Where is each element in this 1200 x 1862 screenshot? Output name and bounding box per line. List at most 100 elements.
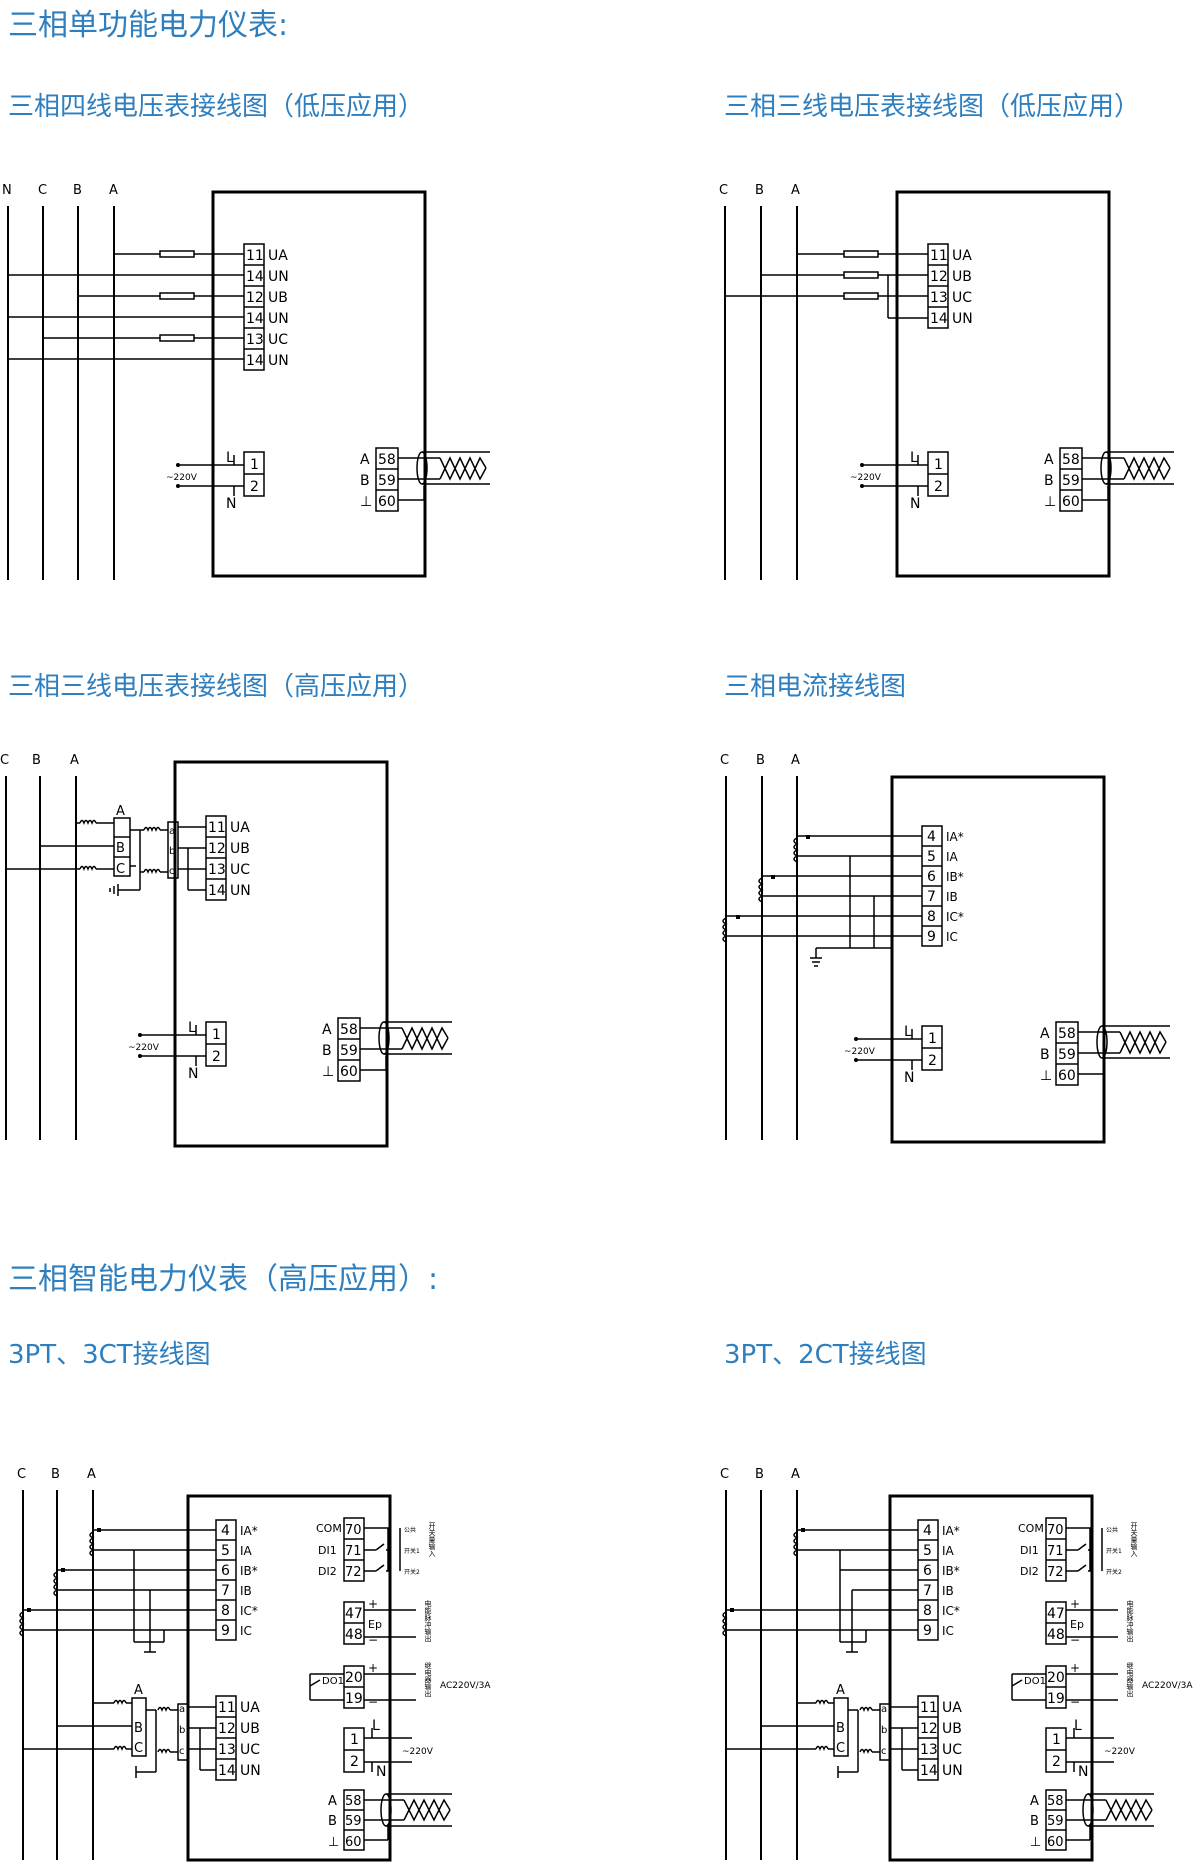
- terminal-label: IB: [946, 890, 958, 904]
- terminal-number: 58: [345, 1794, 362, 1809]
- terminal-number: 58: [340, 1022, 358, 1038]
- terminal-number: 6: [923, 1563, 932, 1579]
- terminal-label: UA: [230, 820, 250, 836]
- terminal-label: UN: [942, 1763, 963, 1779]
- pt-sec-label: b: [881, 1725, 887, 1736]
- terminal-label: IC*: [946, 910, 964, 924]
- terminal-number: 2: [1052, 1754, 1061, 1770]
- terminal-number: 60: [1062, 494, 1080, 510]
- pt-sec-label: b: [169, 846, 175, 857]
- diagram-title-d2: 三相三线电压表接线图（低压应用）: [724, 92, 1141, 122]
- comm-B: B: [1040, 1047, 1050, 1063]
- terminal-number: 58: [1058, 1026, 1076, 1042]
- terminal-number: 58: [1047, 1794, 1064, 1809]
- terminal-number: 12: [930, 269, 948, 285]
- terminal-label: IB*: [240, 1564, 258, 1578]
- terminal-number: 4: [221, 1523, 230, 1539]
- comm-ground: ⊥: [322, 1064, 334, 1080]
- bus-label: C: [17, 1467, 26, 1482]
- terminal-number: 59: [345, 1814, 362, 1829]
- ep-caption: 电能脉冲输出: [424, 1599, 432, 1643]
- terminal-number: 60: [378, 494, 396, 510]
- bus-label: B: [756, 753, 765, 768]
- do-caption: 继电器输出: [424, 1661, 432, 1698]
- terminal-label: UC: [240, 1742, 260, 1758]
- wiring-diagram-d5: C B A 4 5 6 7 8 9 IA* IA IB* IB IC* IC: [17, 1467, 491, 1862]
- twisted-pair: [1119, 1030, 1167, 1055]
- terminal-label: UC: [230, 862, 250, 878]
- do-minus: −: [368, 1695, 378, 1709]
- terminal-label: UA: [942, 1700, 962, 1716]
- terminal-number: 12: [246, 290, 264, 306]
- pt-sec-label: c: [179, 1746, 185, 1757]
- terminal-label: IB*: [946, 870, 964, 884]
- terminal-number: 4: [923, 1523, 932, 1539]
- power-N: N: [226, 496, 236, 512]
- di-side-label: 开关1: [1106, 1547, 1122, 1555]
- diagram-title-d4: 三相电流接线图: [724, 672, 907, 702]
- fuse: [159, 292, 195, 300]
- pt-sec-label: b: [179, 1725, 185, 1736]
- terminal-number: 60: [340, 1064, 358, 1080]
- terminal-number: 1: [1052, 1732, 1061, 1748]
- diagram-title-d5: 3PT、3CT接线图: [8, 1340, 211, 1370]
- terminal-number: 8: [221, 1603, 230, 1619]
- terminal-number: 11: [930, 248, 948, 264]
- di-name: DI2: [1020, 1565, 1039, 1578]
- terminal-label: IA*: [946, 830, 964, 844]
- terminal-label: UN: [268, 353, 289, 369]
- terminal-number: 47: [345, 1606, 363, 1622]
- terminal-label: UN: [268, 311, 289, 327]
- fuse: [159, 334, 195, 342]
- ct-coil: [722, 1611, 728, 1637]
- comm-A: A: [1040, 1026, 1050, 1042]
- terminal-number: 5: [923, 1543, 932, 1559]
- terminal-number: 60: [345, 1835, 362, 1850]
- terminal-number: 59: [1058, 1047, 1076, 1063]
- terminal-number: 19: [1047, 1691, 1065, 1707]
- relay-contact-icon: [309, 1679, 321, 1687]
- terminal-number: 11: [208, 820, 226, 836]
- meter-body: [888, 1494, 1094, 1862]
- power-label: ~220V: [844, 1047, 876, 1057]
- pt-label: C: [134, 1741, 143, 1756]
- terminal-number: 9: [923, 1623, 932, 1639]
- pt-label: A: [134, 1683, 143, 1698]
- ct-coil: [19, 1611, 25, 1637]
- terminal-label: UC: [268, 332, 288, 348]
- ep-caption: 电能脉冲输出: [1126, 1599, 1134, 1643]
- pt-secondary: [879, 1703, 891, 1761]
- pt-label: C: [836, 1741, 845, 1756]
- terminal-number: 47: [1047, 1606, 1065, 1622]
- terminal-label: UB: [268, 290, 288, 306]
- terminal-number: 59: [1062, 473, 1080, 489]
- do-minus: −: [1070, 1695, 1080, 1709]
- terminal-number: 58: [1062, 452, 1080, 468]
- comm-ground: ⊥: [1044, 494, 1056, 510]
- bus-label: N: [2, 183, 12, 198]
- di-side-label: 开关1: [404, 1547, 420, 1555]
- bus-label: B: [755, 183, 764, 198]
- aux-power-label: ~220V: [402, 1747, 434, 1757]
- terminal-number: 2: [350, 1754, 359, 1770]
- terminal-number: 19: [345, 1691, 363, 1707]
- terminal-number: 14: [246, 269, 264, 285]
- terminal-number: 9: [927, 929, 936, 945]
- terminal-number: 71: [1047, 1544, 1064, 1559]
- terminal-number: 59: [378, 473, 396, 489]
- di-side-label: 开关2: [1106, 1568, 1122, 1576]
- terminal-number: 8: [923, 1603, 932, 1619]
- pt-label: B: [116, 841, 125, 856]
- meter-body: [173, 760, 389, 1148]
- comm-B: B: [360, 473, 370, 489]
- bus-label: A: [109, 183, 118, 198]
- power-L: L: [372, 1718, 380, 1734]
- terminal-number: 48: [1047, 1627, 1065, 1643]
- terminal-label: IA: [946, 850, 959, 864]
- terminal-number: 12: [208, 841, 226, 857]
- terminal-label: IA*: [942, 1524, 960, 1538]
- pt-label: B: [134, 1721, 143, 1736]
- wiring-diagram-d1: N C B A 11 14 12 14 13 14 UA UN UB UN: [2, 183, 490, 580]
- terminal-label: IC: [942, 1624, 954, 1638]
- comm-B: B: [1044, 473, 1054, 489]
